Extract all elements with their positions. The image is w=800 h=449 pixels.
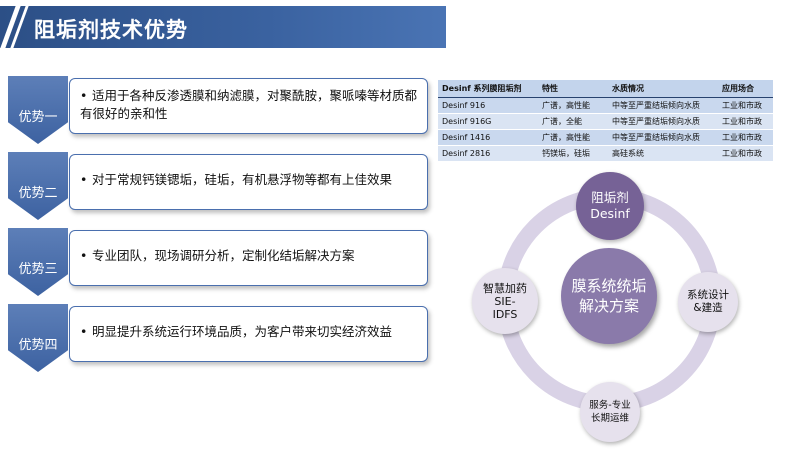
advantage-text-box: •适用于各种反渗透膜和纳滤膜，对聚酰胺，聚哌嗪等材质都有很好的亲和性 bbox=[69, 78, 428, 134]
bullet: • bbox=[80, 88, 88, 103]
table-cell: 广谱，高性能 bbox=[538, 129, 608, 146]
table-header-cell: 特性 bbox=[538, 80, 608, 98]
bottom-node-line: 长期运维 bbox=[590, 413, 629, 424]
table-cell: 广谱，全能 bbox=[538, 113, 608, 130]
left-node: 智慧加药 SIE- IDFS bbox=[472, 268, 538, 334]
advantage-text: 专业团队，现场调研分析，定制化结垢解决方案 bbox=[92, 248, 355, 263]
advantage-label: 优势三 bbox=[18, 262, 58, 277]
advantage-text: 适用于各种反渗透膜和纳滤膜，对聚酰胺，聚哌嗪等材质都有很好的亲和性 bbox=[80, 88, 418, 121]
table-header-row: Desinf 系列膜阻垢剂 特性 水质情况 应用场合 bbox=[438, 80, 773, 98]
advantage-text-box: • 专业团队，现场调研分析，定制化结垢解决方案 bbox=[69, 230, 428, 286]
right-node-line: 系统设计 bbox=[687, 289, 729, 301]
table-cell: Desinf 1416 bbox=[438, 129, 538, 146]
center-node-line: 解决方案 bbox=[578, 297, 639, 315]
center-node: 膜系统统垢 解决方案 bbox=[561, 248, 657, 344]
bullet: • bbox=[80, 172, 88, 187]
advantage-text-box: • 明显提升系统运行环境品质，为客户带来切实经济效益 bbox=[69, 306, 428, 362]
center-node-line: 膜系统统垢 bbox=[571, 277, 647, 295]
bottom-node-line: 服务-专业 bbox=[589, 400, 631, 411]
bullet: • bbox=[80, 248, 88, 263]
right-node-line: &建造 bbox=[693, 302, 723, 314]
advantage-row-2: 优势二 • 对于常规钙镁锶垢，硅垢，有机悬浮物等都有上佳效果 bbox=[8, 152, 428, 220]
table-cell: Desinf 916 bbox=[438, 97, 538, 114]
advantage-label: 优势二 bbox=[18, 186, 58, 201]
advantage-text-box: • 对于常规钙镁锶垢，硅垢，有机悬浮物等都有上佳效果 bbox=[69, 154, 428, 210]
table-cell: 中等至严重结垢倾向水质 bbox=[608, 97, 718, 114]
table-cell: 中等至严重结垢倾向水质 bbox=[608, 113, 718, 130]
table-cell: Desinf 2816 bbox=[438, 145, 538, 162]
advantage-label: 优势四 bbox=[18, 338, 58, 353]
left-node-line: 智慧加药 bbox=[483, 281, 527, 295]
page-title: 阻垢剂技术优势 bbox=[34, 18, 188, 42]
table-header-cell: 应用场合 bbox=[718, 80, 773, 98]
title-banner: 阻垢剂技术优势 bbox=[0, 6, 446, 48]
advantage-row-3: 优势三 • 专业团队，现场调研分析，定制化结垢解决方案 bbox=[8, 228, 428, 296]
advantage-row-4: 优势四 • 明显提升系统运行环境品质，为客户带来切实经济效益 bbox=[8, 304, 428, 372]
bottom-node: 服务-专业 长期运维 bbox=[580, 382, 640, 442]
table-cell: 工业和市政 bbox=[718, 113, 773, 130]
table-cell: 工业和市政 bbox=[718, 129, 773, 146]
advantage-row-1: 优势一 •适用于各种反渗透膜和纳滤膜，对聚酰胺，聚哌嗪等材质都有很好的亲和性 bbox=[8, 76, 428, 144]
table-header-cell: 水质情况 bbox=[608, 80, 718, 98]
advantage-label: 优势一 bbox=[18, 110, 58, 125]
left-node-line: SIE- bbox=[494, 294, 516, 308]
table-row: Desinf 1416 广谱，高性能 中等至严重结垢倾向水质 工业和市政 bbox=[438, 129, 773, 146]
table-cell: 钙镁垢，硅垢 bbox=[538, 145, 608, 162]
table-cell: 工业和市政 bbox=[718, 145, 773, 162]
table-cell: Desinf 916G bbox=[438, 113, 538, 130]
advantage-text: 对于常规钙镁锶垢，硅垢，有机悬浮物等都有上佳效果 bbox=[92, 172, 393, 187]
top-node-line: Desinf bbox=[590, 206, 630, 221]
right-node: 系统设计 &建造 bbox=[678, 272, 738, 332]
table-cell: 高硅系统 bbox=[608, 145, 718, 162]
solution-cycle-diagram: 膜系统统垢 解决方案 阻垢剂 Desinf 系统设计 &建造 服务-专业 长期运… bbox=[470, 168, 770, 446]
left-node-line: IDFS bbox=[492, 307, 518, 321]
advantage-text: 明显提升系统运行环境品质，为客户带来切实经济效益 bbox=[92, 324, 393, 339]
product-table: Desinf 系列膜阻垢剂 特性 水质情况 应用场合 Desinf 916 广谱… bbox=[438, 80, 773, 162]
table-row: Desinf 916 广谱，高性能 中等至严重结垢倾向水质 工业和市政 bbox=[438, 97, 773, 114]
table-row: Desinf 916G 广谱，全能 中等至严重结垢倾向水质 工业和市政 bbox=[438, 113, 773, 130]
top-node: 阻垢剂 Desinf bbox=[576, 172, 644, 240]
table-row: Desinf 2816 钙镁垢，硅垢 高硅系统 工业和市政 bbox=[438, 145, 773, 162]
table-cell: 广谱，高性能 bbox=[538, 97, 608, 114]
bullet: • bbox=[80, 324, 88, 339]
table-cell: 中等至严重结垢倾向水质 bbox=[608, 129, 718, 146]
table-cell: 工业和市政 bbox=[718, 97, 773, 114]
table-header-cell: Desinf 系列膜阻垢剂 bbox=[438, 80, 538, 98]
top-node-line: 阻垢剂 bbox=[591, 190, 629, 205]
